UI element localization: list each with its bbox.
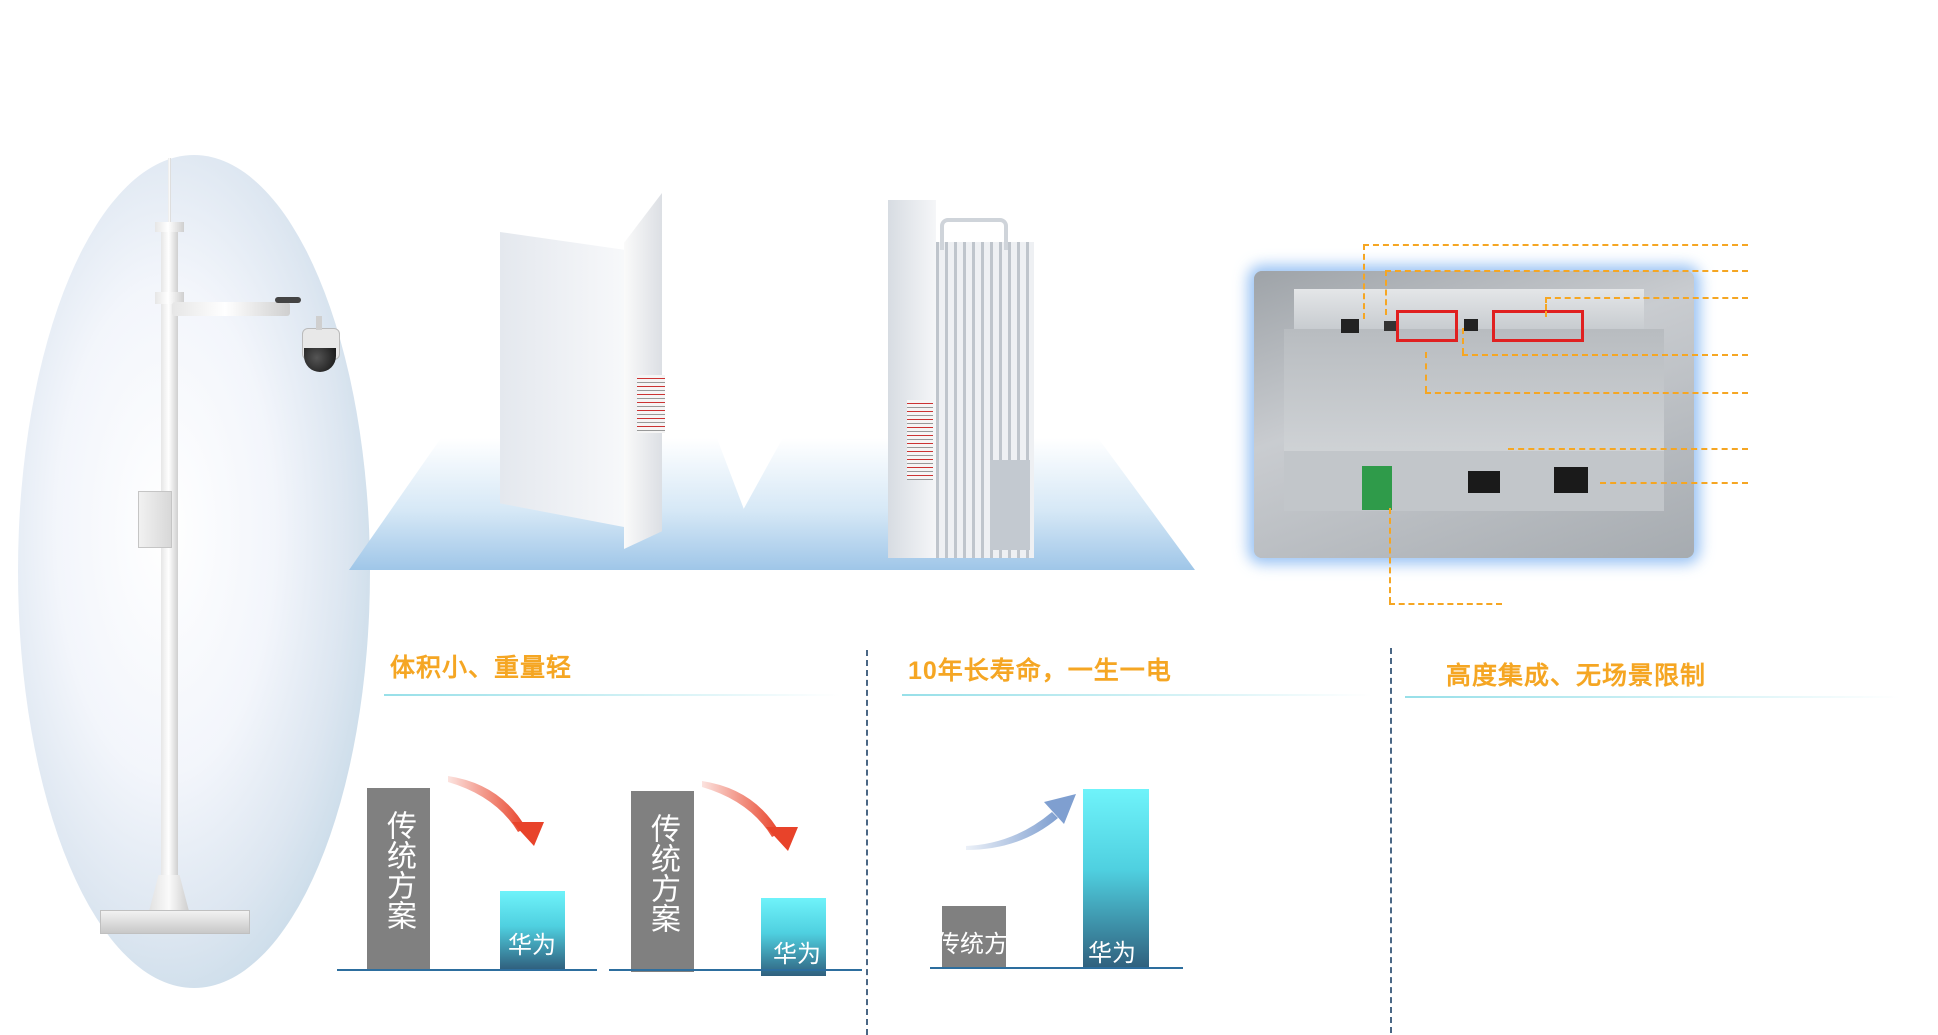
traditional-label: 传统方案 xyxy=(942,931,1006,958)
increase-arrow xyxy=(966,794,1076,850)
huawei-label: 华为 xyxy=(773,941,821,968)
interior-photo xyxy=(1254,271,1694,558)
pole-power-box xyxy=(138,491,172,548)
huawei-label: 华为 xyxy=(1088,940,1136,967)
pole-background-oval xyxy=(18,155,370,988)
green-terminal-block xyxy=(1362,466,1392,510)
huawei-bar: 华为 xyxy=(1083,789,1149,968)
chart-baseline xyxy=(609,969,862,971)
section-divider-2 xyxy=(1390,648,1392,1033)
decrease-arrow xyxy=(702,781,798,851)
huawei-bar: 华为 xyxy=(761,898,826,976)
pole-shaft xyxy=(161,222,178,902)
huawei-label: 华为 xyxy=(508,932,556,959)
decrease-arrow xyxy=(448,776,544,846)
chart-baseline xyxy=(337,969,597,971)
chart-baseline xyxy=(930,967,1183,969)
side-warning-label xyxy=(907,400,933,480)
section-divider-1 xyxy=(866,650,868,1035)
carry-handle xyxy=(940,218,1008,250)
warning-label xyxy=(637,375,665,433)
black-connector-2 xyxy=(1554,467,1588,493)
section-title-lifespan: 10年长寿命，一生一电 xyxy=(908,657,1172,685)
section-title-integration: 高度集成、无场景限制 xyxy=(1446,662,1707,690)
traditional-bar: 传统方案 xyxy=(631,791,694,972)
port-group-highlight-1 xyxy=(1396,310,1458,342)
port-group-highlight-2 xyxy=(1492,310,1584,342)
traditional-bar: 传统方案 xyxy=(367,788,430,969)
huawei-bar: 华为 xyxy=(500,891,565,969)
camera-arm xyxy=(172,302,290,316)
traditional-label: 传统方案 xyxy=(646,813,679,933)
black-connector-1 xyxy=(1468,471,1500,493)
section-title-size-weight: 体积小、重量轻 xyxy=(390,654,573,682)
antenna-rod xyxy=(168,158,171,228)
traditional-bar: 传统方案 xyxy=(942,906,1006,968)
pole-base xyxy=(100,910,250,934)
traditional-label: 传统方案 xyxy=(382,810,415,930)
